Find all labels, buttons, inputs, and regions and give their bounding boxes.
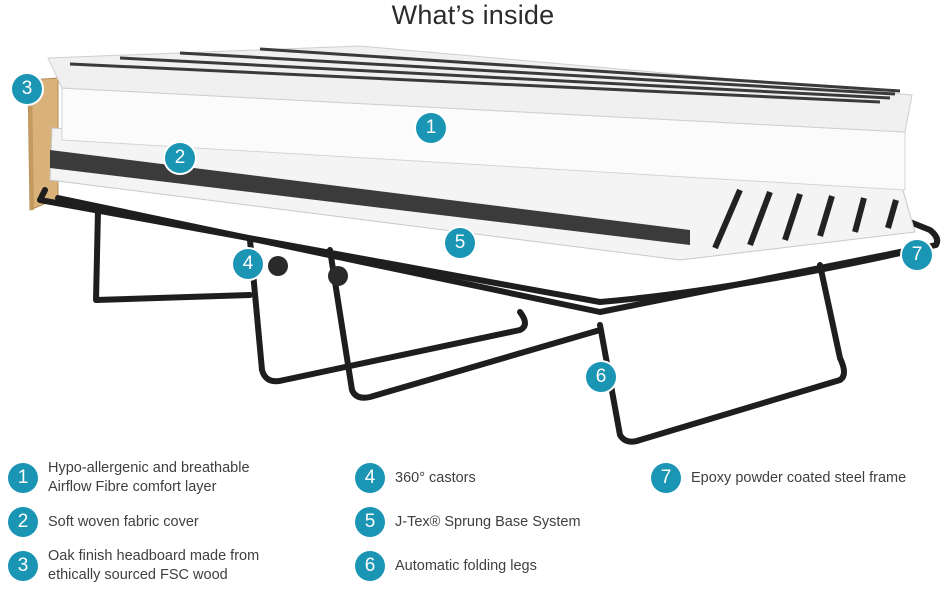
page-title: What’s inside bbox=[391, 0, 555, 30]
feature-number-badge: 5 bbox=[355, 507, 385, 537]
callout-badge-3: 3 bbox=[12, 74, 42, 104]
feature-item-4: 4 360° castors bbox=[355, 463, 476, 493]
feature-number-badge: 6 bbox=[355, 551, 385, 581]
feature-description: Oak finish headboard made from ethically… bbox=[48, 548, 260, 583]
feature-item-5: 5 J-Tex® Sprung Base System bbox=[355, 507, 581, 537]
folding-bed-image bbox=[27, 45, 941, 445]
feature-description: 360° castors bbox=[395, 469, 476, 486]
castor-wheel bbox=[328, 266, 348, 286]
feature-number-badge: 3 bbox=[8, 551, 38, 581]
feature-item-6: 6 Automatic folding legs bbox=[355, 551, 537, 581]
callout-badge-7: 7 bbox=[902, 240, 932, 270]
callout-badge-4: 4 bbox=[233, 249, 263, 279]
feature-number-badge: 1 bbox=[8, 463, 38, 493]
feature-description: Soft woven fabric cover bbox=[48, 513, 199, 530]
feature-item-2: 2 Soft woven fabric cover bbox=[8, 507, 199, 537]
feature-description: Epoxy powder coated steel frame bbox=[691, 469, 907, 486]
bed-illustration: 1 2 3 4 5 6 7 bbox=[0, 40, 946, 450]
feature-item-3: 3 Oak finish headboard made from ethical… bbox=[8, 547, 259, 585]
callout-badge-6: 6 bbox=[586, 362, 616, 392]
feature-description: Automatic folding legs bbox=[395, 557, 537, 574]
feature-description: J-Tex® Sprung Base System bbox=[395, 513, 581, 530]
feature-number-badge: 7 bbox=[651, 463, 681, 493]
feature-item-1: 1 Hypo-allergenic and breathable Airflow… bbox=[8, 459, 250, 497]
feature-description: Hypo-allergenic and breathable Airflow F… bbox=[48, 460, 250, 495]
castor-wheel bbox=[268, 256, 288, 276]
feature-item-7: 7 Epoxy powder coated steel frame bbox=[651, 463, 906, 493]
feature-number-badge: 4 bbox=[355, 463, 385, 493]
callout-badge-5: 5 bbox=[445, 228, 475, 258]
steel-frame bbox=[37, 187, 941, 445]
feature-number-badge: 2 bbox=[8, 507, 38, 537]
callout-badge-1: 1 bbox=[416, 113, 446, 143]
callout-badge-2: 2 bbox=[165, 143, 195, 173]
